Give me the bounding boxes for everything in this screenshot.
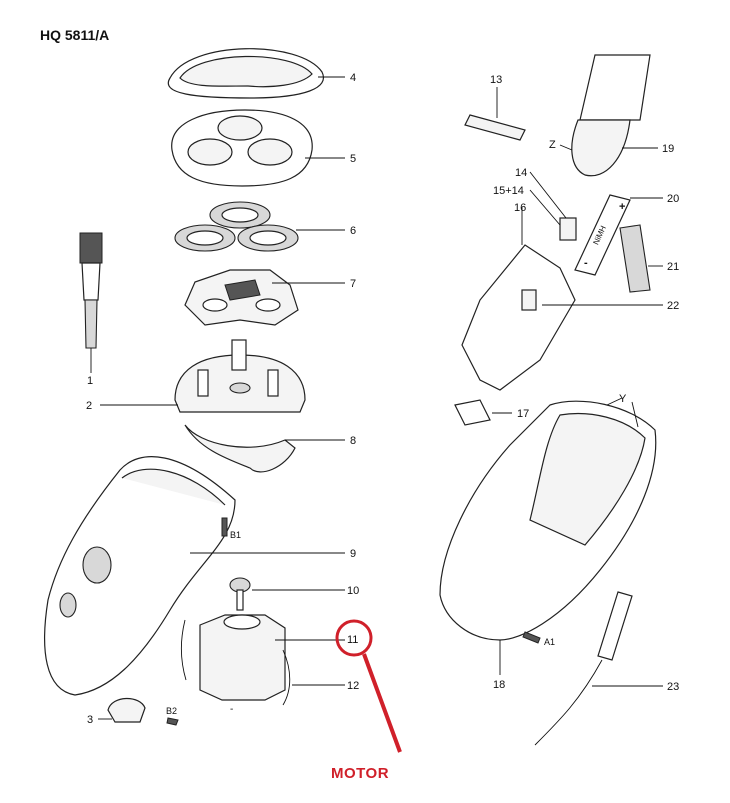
part-3-switch bbox=[98, 697, 146, 723]
part-6-cutters bbox=[174, 201, 345, 252]
annotation-a1: A1 bbox=[544, 637, 555, 647]
annotation-plus: + bbox=[619, 201, 625, 213]
part-12-clip bbox=[180, 619, 345, 706]
part-8-holder bbox=[184, 424, 345, 473]
screw-b1 bbox=[221, 517, 228, 537]
label-part-4: 4 bbox=[350, 72, 356, 84]
screw-b2 bbox=[166, 717, 179, 726]
label-part-7: 7 bbox=[350, 278, 356, 290]
motor-highlight bbox=[335, 619, 402, 753]
label-part-5: 5 bbox=[350, 153, 356, 165]
annotation-b2: B2 bbox=[166, 706, 177, 716]
part-7-retaining-frame bbox=[184, 269, 345, 326]
label-part-19: 19 bbox=[662, 143, 674, 155]
label-part-21: 21 bbox=[667, 261, 679, 273]
part-13-contact bbox=[464, 87, 526, 141]
part-16-holder bbox=[461, 207, 576, 391]
part-5-frame bbox=[171, 109, 345, 187]
label-part-13: 13 bbox=[490, 74, 502, 86]
annotation-battery-minus: - bbox=[584, 257, 588, 269]
label-part-20: 20 bbox=[667, 193, 679, 205]
part-10-gear bbox=[229, 577, 345, 611]
label-part-8: 8 bbox=[350, 435, 356, 447]
motor-label: MOTOR bbox=[331, 765, 390, 782]
part-20-battery bbox=[574, 194, 663, 276]
part-21-strip bbox=[619, 224, 663, 293]
part-14-clip bbox=[529, 171, 577, 241]
label-part-17: 17 bbox=[517, 408, 529, 420]
label-part-12: 12 bbox=[347, 680, 359, 692]
part-19-trimmer bbox=[559, 54, 658, 177]
part-4-cover bbox=[167, 48, 345, 99]
part-11-motor bbox=[199, 614, 345, 701]
label-part-22: 22 bbox=[667, 300, 679, 312]
part-1-brush bbox=[79, 232, 103, 373]
label-part-11: 11 bbox=[347, 634, 358, 646]
label-part-10: 10 bbox=[347, 585, 359, 597]
part-9-housing bbox=[44, 456, 345, 696]
model-title: HQ 5811/A bbox=[40, 27, 110, 43]
label-part-18: 18 bbox=[493, 679, 505, 691]
part-22-connector bbox=[521, 289, 663, 311]
label-part-15-14: 15+14 bbox=[493, 185, 524, 197]
label-part-3: 3 bbox=[87, 714, 93, 726]
label-part-2: 2 bbox=[86, 400, 92, 412]
part-2-drive-unit bbox=[100, 339, 306, 413]
annotation-motor-minus: - bbox=[230, 704, 233, 715]
part-18-back-housing bbox=[439, 397, 657, 675]
label-part-9: 9 bbox=[350, 548, 356, 560]
label-part-23: 23 bbox=[667, 681, 679, 693]
annotation-y: Y bbox=[619, 393, 627, 405]
part-17-socket bbox=[454, 399, 512, 426]
label-part-14: 14 bbox=[515, 167, 527, 179]
annotation-z: Z bbox=[549, 139, 556, 151]
part-23-cord bbox=[534, 591, 663, 746]
label-part-16: 16 bbox=[514, 202, 526, 214]
label-part-1: 1 bbox=[87, 375, 93, 387]
screw-a1 bbox=[522, 631, 541, 644]
label-part-6: 6 bbox=[350, 225, 356, 237]
annotation-b1: B1 bbox=[230, 530, 241, 540]
